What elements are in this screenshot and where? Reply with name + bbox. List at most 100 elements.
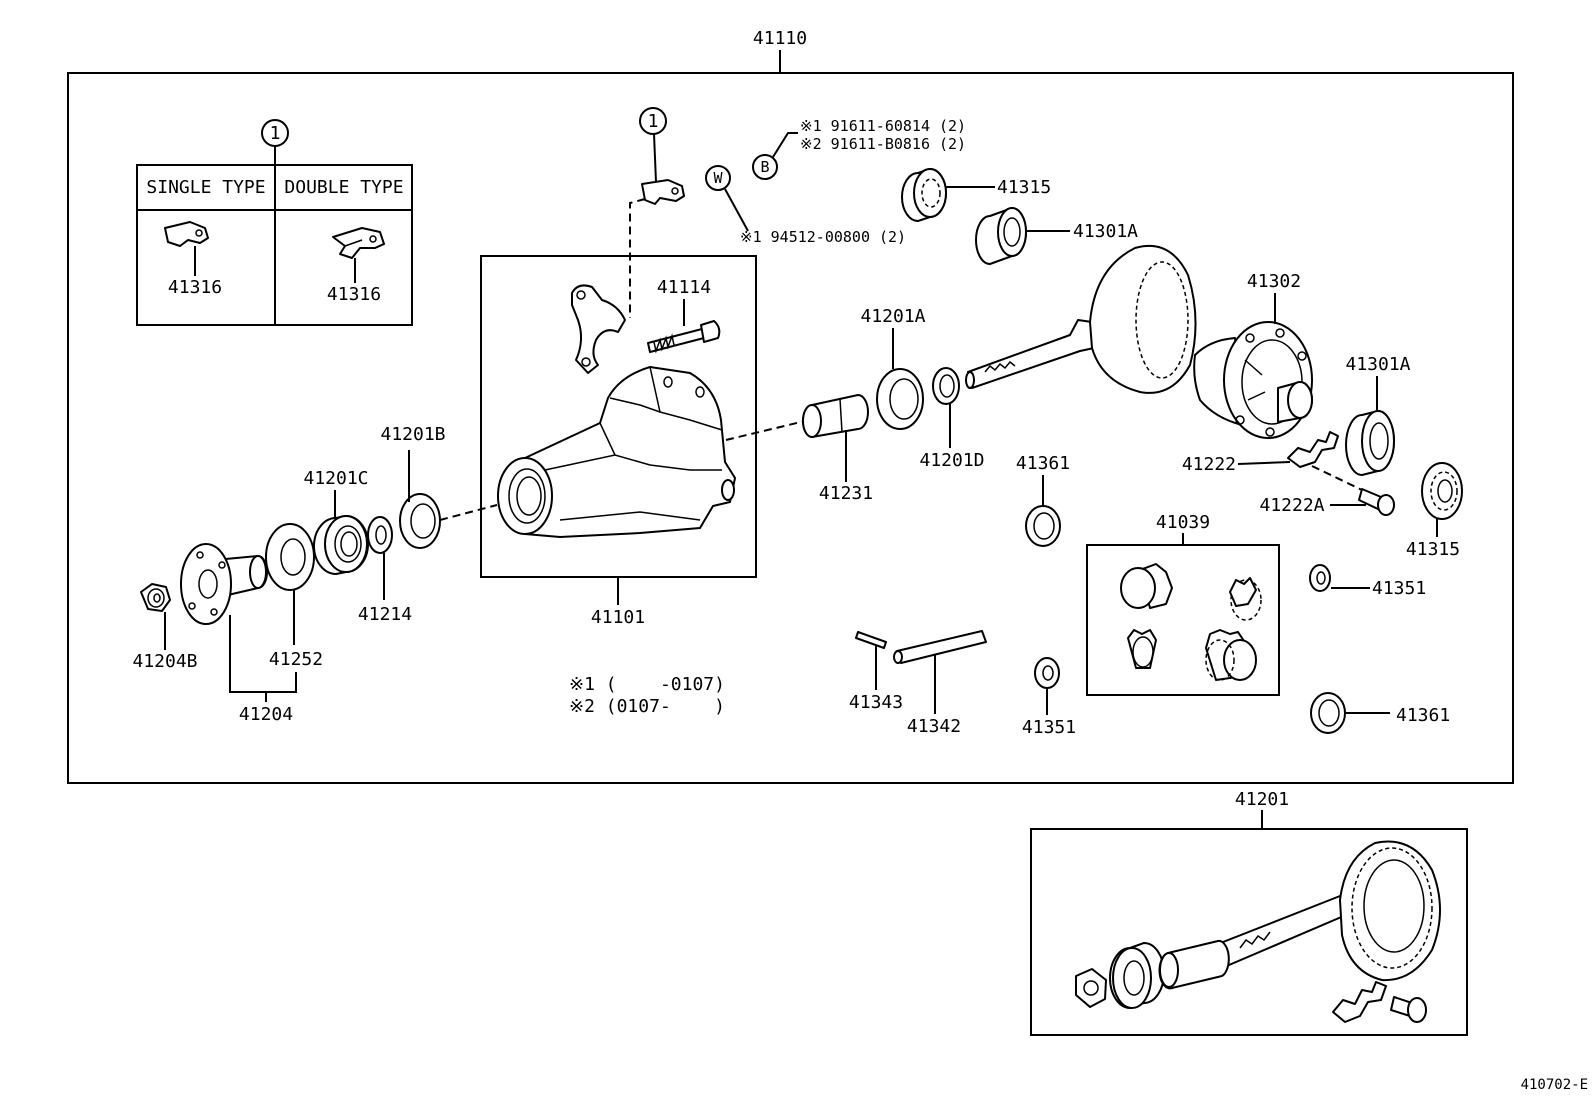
- seal-41201C-lip: [334, 525, 362, 563]
- gear-kit-pinion-2: [1229, 577, 1262, 621]
- bearing-41301A-upper-bore: [1003, 217, 1021, 247]
- label-41201B: 41201B: [380, 424, 445, 445]
- clip-part: [641, 179, 685, 205]
- ref-number-clip: 1: [648, 111, 659, 132]
- flange-bolt-hole-4: [210, 608, 218, 616]
- housing-rib-top: [599, 422, 616, 456]
- bearing-cap-body: [571, 284, 626, 374]
- nut-41204B-washer: [147, 588, 165, 608]
- label-41361-left: 41361: [1016, 453, 1070, 474]
- double-type-header: DOUBLE TYPE: [284, 177, 403, 198]
- diff-case-flange: [1223, 321, 1313, 439]
- washer-41351-bottom-outer: [1034, 657, 1060, 689]
- label-41201D: 41201D: [919, 450, 984, 471]
- lock-plate-41222: [1287, 431, 1339, 468]
- housing-stud-1: [663, 376, 673, 388]
- gear-kit-side-gear-1-teeth: [1127, 629, 1157, 669]
- washer-w-symbol: W: [713, 169, 723, 187]
- diff-case-hole-4: [1235, 415, 1245, 425]
- clip-double-fold: [344, 239, 363, 247]
- pinion-shaft-end-upper: [965, 371, 975, 389]
- housing-outline: [524, 366, 736, 538]
- bearing-41301A-right-bore: [1369, 422, 1389, 460]
- set-nut-bore: [1083, 980, 1099, 996]
- bearing-cap-hole-top: [576, 290, 586, 300]
- label-41302: 41302: [1247, 271, 1301, 292]
- clip-single-type: [164, 221, 209, 247]
- housing-rib-upper: [544, 454, 722, 471]
- label-41222: 41222: [1182, 454, 1236, 475]
- label-41201A: 41201A: [860, 306, 925, 327]
- bolt-b-line1: ※1 91611-60814 (2): [800, 117, 966, 135]
- housing-flange-edge: [649, 366, 723, 431]
- set-pinion-shaft: [1217, 895, 1347, 969]
- flange-bolt-hole-1: [196, 551, 204, 559]
- diff-case-window-1: [1244, 359, 1263, 376]
- washer-41351-bottom-inner: [1042, 665, 1054, 681]
- bolt-41114-thread: [653, 333, 675, 354]
- shim-41201D: [932, 367, 960, 405]
- diff-case-hole-1: [1245, 333, 1255, 343]
- set-ring-gear-teeth: [1351, 847, 1433, 969]
- gear-kit-side-gear-2-hub: [1223, 639, 1257, 681]
- label-41351-right: 41351: [1372, 578, 1426, 599]
- seal-41201C-bore: [340, 531, 358, 557]
- bearing-41201B-inner: [410, 503, 436, 539]
- bearing-41315-upper-face: [913, 168, 947, 218]
- ref-circle-1-clip: [639, 107, 667, 135]
- bearing-41301A-upper-face: [997, 207, 1027, 257]
- bearing-41301A-right-face: [1361, 410, 1395, 472]
- clip-double-body: [332, 227, 385, 259]
- bolt-41222A: [1358, 488, 1395, 516]
- spacer-41231-end: [802, 404, 822, 438]
- housing-rib-lower: [559, 511, 701, 521]
- label-41316-double: 41316: [327, 284, 381, 305]
- washer-41214: [367, 516, 393, 554]
- shaft-41342-body: [896, 630, 987, 664]
- bearing-41201A-inner: [889, 378, 919, 420]
- label-41101: 41101: [591, 607, 645, 628]
- diff-case-hub-end: [1287, 381, 1313, 419]
- shim-41201D-inner: [939, 374, 955, 398]
- ref-number-table: 1: [270, 123, 281, 144]
- deflector-41252-outer: [265, 523, 315, 591]
- label-41252: 41252: [269, 649, 323, 670]
- bearing-41315-right: [1421, 462, 1463, 520]
- gear-kit-side-gear-2-base: [1205, 639, 1235, 681]
- gear-kit-pinion-1-face: [1120, 567, 1156, 609]
- flange-plate: [180, 543, 232, 625]
- dashed-lockplate-to-bolt: [1311, 465, 1363, 491]
- diff-case-hole-3: [1297, 351, 1307, 361]
- spacer-41231: [802, 394, 869, 438]
- gear-kit-side-gear-1: [1127, 629, 1157, 669]
- shim-41201D-outer: [932, 367, 960, 405]
- label-41316-single: 41316: [168, 277, 222, 298]
- bearing-41301A-upper: [975, 207, 1027, 265]
- shaft-41342-end: [893, 650, 903, 664]
- footnote-1: ※1 ( -0107): [569, 674, 725, 695]
- gear-kit-box: [1086, 544, 1280, 696]
- label-41301A-right: 41301A: [1345, 354, 1410, 375]
- dashed-clip-to-cap: [629, 198, 646, 318]
- flange-bolt-hole-2: [218, 561, 226, 569]
- set-nut-hex: [1075, 968, 1107, 1008]
- nut-41204B-bore: [153, 593, 161, 603]
- bearing-41201A: [876, 368, 924, 430]
- washer-41351-bottom: [1034, 657, 1060, 689]
- label-41361-right: 41361: [1396, 705, 1450, 726]
- diff-case-hole-5: [1265, 427, 1275, 437]
- pin-41343: [855, 631, 887, 649]
- washer-41361-right-outer: [1310, 692, 1346, 734]
- washer-41361-right-inner: [1318, 699, 1340, 727]
- washer-41361-right: [1310, 692, 1346, 734]
- label-41204: 41204: [239, 704, 293, 725]
- washer-41361-left-outer: [1025, 505, 1061, 547]
- gear-kit-side-gear-2: [1205, 629, 1257, 681]
- diff-case-hole-2: [1275, 328, 1285, 338]
- deflector-41252-inner: [280, 538, 306, 576]
- bearing-41315-right-outer: [1421, 462, 1463, 520]
- washer-41214-outer: [367, 516, 393, 554]
- label-41214: 41214: [358, 604, 412, 625]
- label-41201C: 41201C: [303, 468, 368, 489]
